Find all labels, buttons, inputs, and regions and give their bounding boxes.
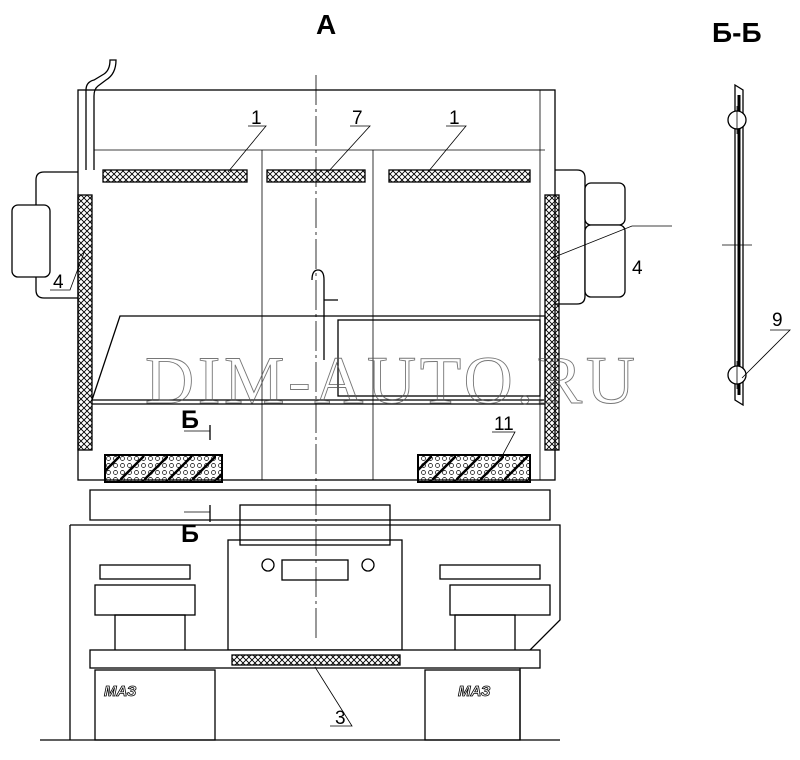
callout-9: 9 (772, 310, 783, 331)
logo-right: МАЗ (458, 683, 491, 700)
lower-left-reflector (104, 454, 223, 483)
bumper-reflector (231, 654, 401, 666)
callout-1-right: 1 (449, 108, 460, 129)
section-mark-top: Б (181, 406, 199, 434)
chassis (69, 489, 561, 740)
top-right-reflector (388, 169, 531, 183)
callout-4-right: 4 (632, 258, 643, 279)
callout-4-left: 4 (53, 272, 64, 293)
callout-11: 11 (494, 414, 514, 435)
section-bb-view (727, 83, 747, 407)
logo-left: МАЗ (104, 683, 137, 700)
left-mudflap (94, 669, 216, 741)
view-label: А (316, 9, 336, 40)
exhaust-pipe (85, 59, 117, 170)
lower-right-reflector (417, 454, 531, 483)
section-mark-bottom: Б (181, 520, 199, 548)
left-mirror (11, 171, 78, 299)
top-left-reflector (102, 169, 248, 183)
section-cut-marks (184, 425, 211, 522)
section-title: Б-Б (712, 17, 762, 48)
callout-1-left: 1 (251, 108, 262, 129)
right-mirror (555, 169, 626, 305)
callout-3: 3 (335, 708, 346, 729)
left-side-reflector (77, 194, 93, 451)
top-center-reflector (266, 169, 366, 183)
rear-platform (91, 269, 546, 405)
callout-7: 7 (352, 108, 363, 129)
right-mudflap (424, 669, 521, 741)
watermark: DIM-AUTO.RU (145, 342, 635, 418)
leader-lines (50, 125, 791, 727)
